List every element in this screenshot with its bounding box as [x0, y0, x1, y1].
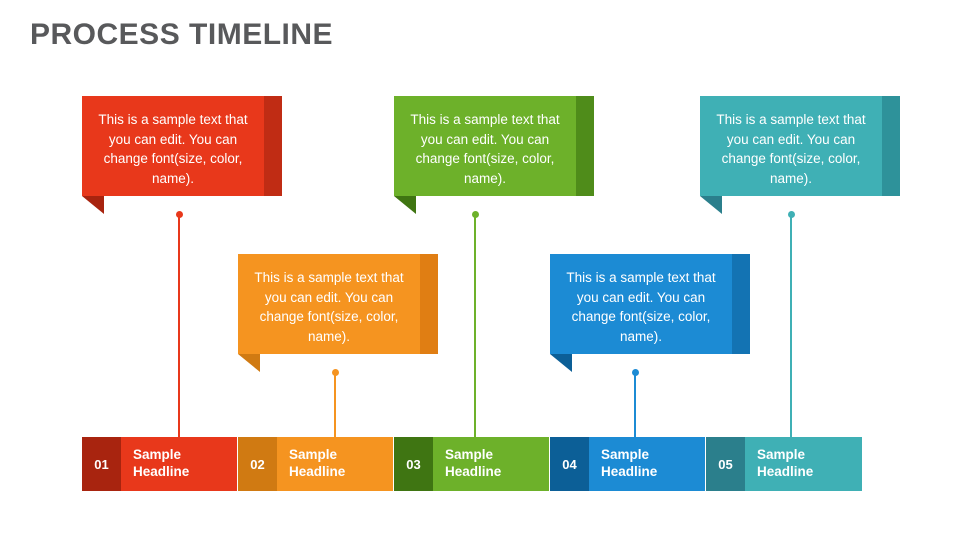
step-number-04: 04 [550, 437, 589, 491]
bubble-tail-05 [700, 196, 722, 214]
timeline-step-03[interactable]: 03 Sample Headline [394, 437, 549, 491]
connector-line-03 [474, 214, 476, 437]
bubble-tail-04 [550, 354, 572, 372]
step-number-03: 03 [394, 437, 433, 491]
connector-dot-04 [631, 369, 639, 376]
callout-text-02: This is a sample text that you can edit.… [254, 270, 404, 344]
callout-text-05: This is a sample text that you can edit.… [716, 112, 866, 186]
bubble-fold-01 [264, 96, 282, 196]
step-number-01: 01 [82, 437, 121, 491]
timeline-step-05[interactable]: 05 Sample Headline [706, 437, 862, 491]
connector-dot-02 [331, 369, 339, 376]
timeline-step-02[interactable]: 02 Sample Headline [238, 437, 393, 491]
connector-line-04 [634, 372, 636, 437]
callout-bubble-02: This is a sample text that you can edit.… [238, 254, 438, 372]
callout-bubble-05: This is a sample text that you can edit.… [700, 96, 900, 214]
callout-text-04: This is a sample text that you can edit.… [566, 270, 716, 344]
timeline-step-01[interactable]: 01 Sample Headline [82, 437, 237, 491]
connector-dot-03 [471, 211, 479, 218]
bubble-fold-02 [420, 254, 438, 354]
connector-line-05 [790, 214, 792, 437]
step-number-05: 05 [706, 437, 745, 491]
step-headline-05: Sample Headline [757, 447, 814, 479]
connector-dot-01 [175, 211, 183, 218]
bubble-fold-04 [732, 254, 750, 354]
step-headline-04: Sample Headline [601, 447, 658, 479]
bubble-fold-03 [576, 96, 594, 196]
callout-bubble-01: This is a sample text that you can edit.… [82, 96, 282, 214]
bubble-tail-01 [82, 196, 104, 214]
step-number-02: 02 [238, 437, 277, 491]
callout-bubble-03: This is a sample text that you can edit.… [394, 96, 594, 214]
callout-text-03: This is a sample text that you can edit.… [410, 112, 560, 186]
bubble-fold-05 [882, 96, 900, 196]
connector-line-01 [178, 214, 180, 437]
callout-bubble-04: This is a sample text that you can edit.… [550, 254, 750, 372]
step-headline-02: Sample Headline [289, 447, 346, 479]
connector-dot-05 [787, 211, 795, 218]
timeline-bar: 01 Sample Headline 02 Sample Headline 03 Samp… [82, 437, 862, 491]
bubble-tail-03 [394, 196, 416, 214]
step-headline-01: Sample Headline [133, 447, 190, 479]
connector-line-02 [334, 372, 336, 437]
bubble-tail-02 [238, 354, 260, 372]
step-headline-03: Sample Headline [445, 447, 502, 479]
page-title: PROCESS TIMELINE [30, 18, 334, 51]
callout-text-01: This is a sample text that you can edit.… [98, 112, 248, 186]
timeline-step-04[interactable]: 04 Sample Headline [550, 437, 705, 491]
